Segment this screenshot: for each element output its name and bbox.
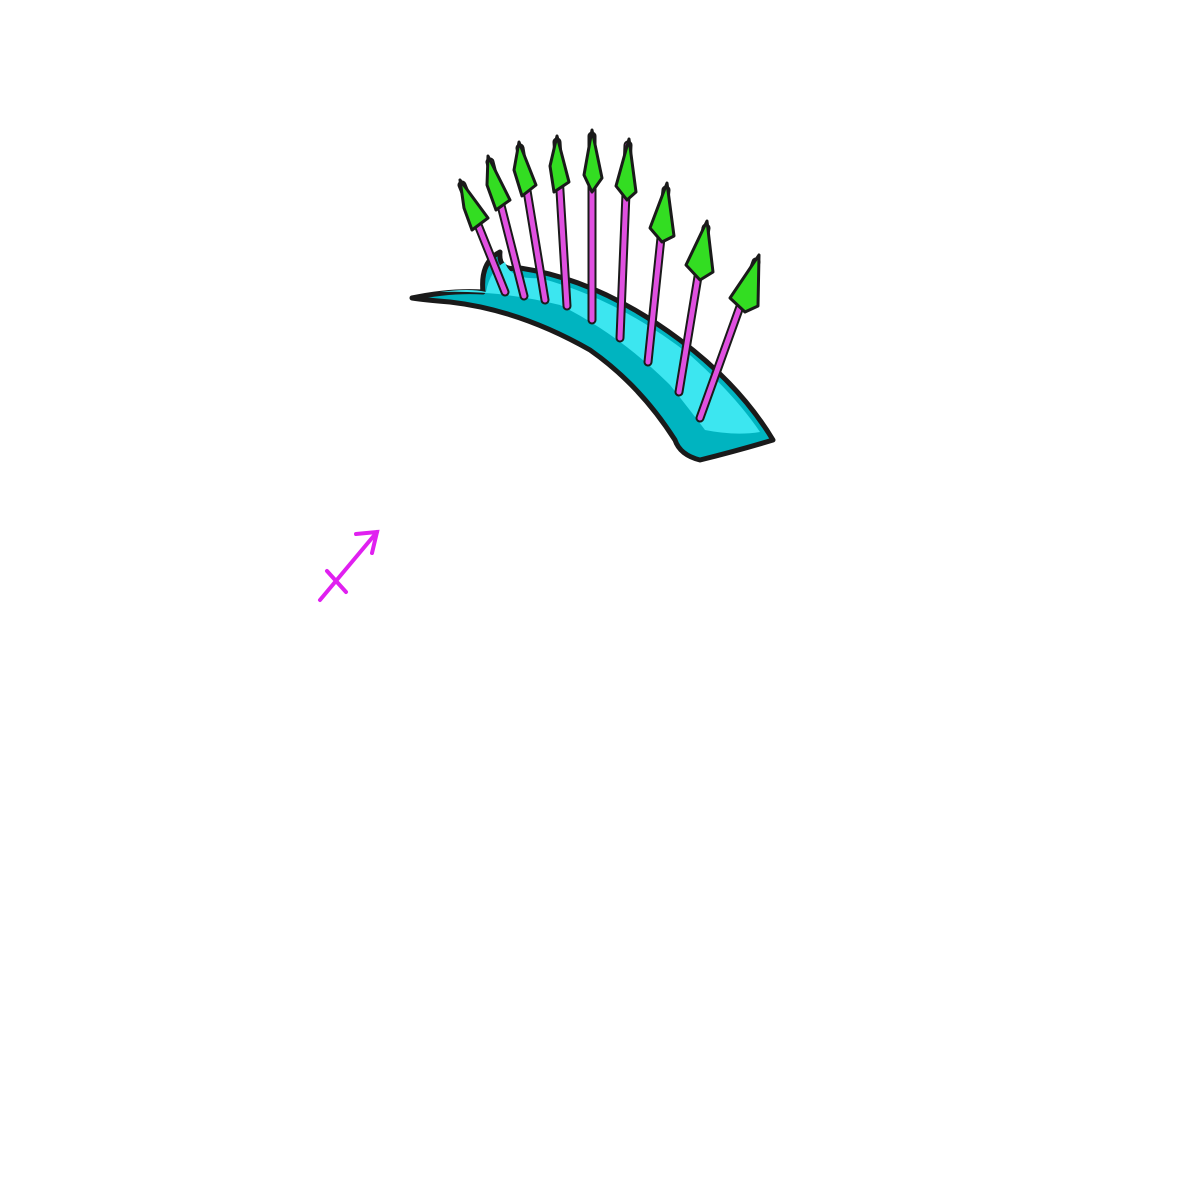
arrow	[485, 154, 529, 301]
arrow	[643, 181, 676, 367]
base-outline	[409, 249, 776, 463]
sagittarius-symbol-icon	[318, 529, 380, 602]
arrow	[582, 128, 604, 325]
arrow	[548, 134, 572, 311]
arrow	[614, 137, 638, 343]
arrow	[512, 140, 550, 305]
arrow	[674, 219, 715, 397]
arrows	[457, 128, 761, 423]
arrow	[457, 178, 510, 297]
arrow	[695, 253, 761, 423]
